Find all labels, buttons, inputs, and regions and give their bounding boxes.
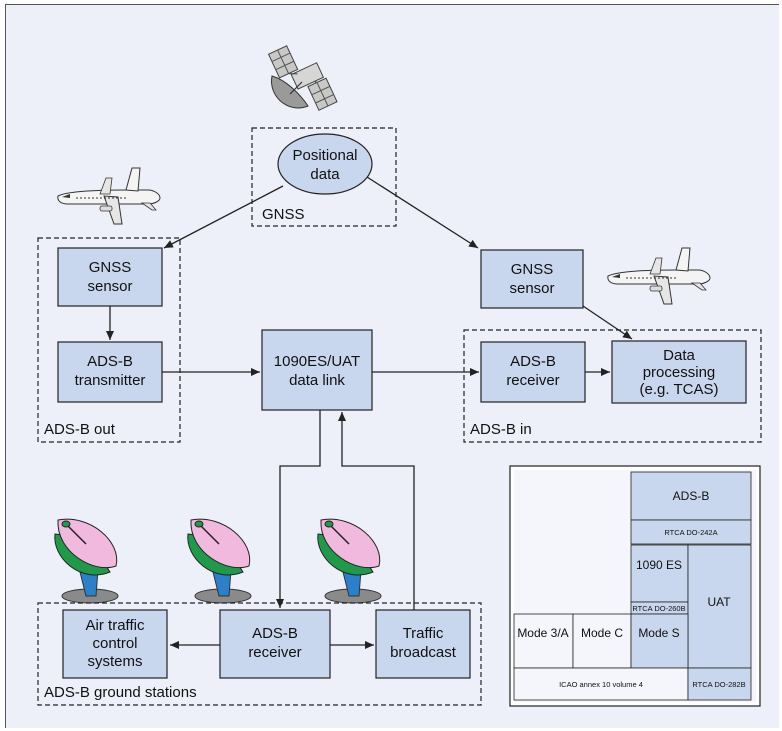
airplane-icon-in <box>607 247 711 305</box>
rtca-242a-label: RTCA DO-242A <box>664 528 717 537</box>
rtca-282b-label: RTCA DO-282B <box>692 680 745 689</box>
airplane-icon-out <box>57 167 161 225</box>
edge-positional-to-gnss-in <box>366 176 479 249</box>
rtca-282b-cell <box>687 667 752 701</box>
mode-c-label: Mode C <box>581 626 623 640</box>
antenna-dish-icon-1 <box>54 518 119 604</box>
gnss-sensor-out-line1: GNSS <box>89 259 132 276</box>
ads-b-cell <box>630 471 752 521</box>
data-processing-line1: Data <box>663 347 695 364</box>
positional-data-node <box>277 133 373 195</box>
mode-s-label: Mode S <box>638 626 679 640</box>
traffic-broadcast-line1: Traffic <box>403 625 444 642</box>
antenna-dish-icon-2 <box>187 518 252 604</box>
atc-line1: Air traffic <box>86 617 145 634</box>
gnss-group-label: GNSS <box>262 206 305 223</box>
gnss-sensor-in-line1: GNSS <box>511 261 554 278</box>
gnss-sensor-out-node <box>57 247 163 307</box>
es-1090-label: 1090 ES <box>636 558 682 572</box>
ads-b-receiver-in-line2: receiver <box>506 372 559 389</box>
data-processing-line2: processing <box>643 364 716 381</box>
positional-data-line1: Positional <box>292 147 357 164</box>
ads-b-in-group <box>463 329 762 443</box>
ads-b-transmitter-node <box>57 341 163 403</box>
uat-label: UAT <box>707 595 731 609</box>
gnss-group <box>251 127 397 227</box>
ads-b-out-group <box>37 237 181 443</box>
ground-stations-label: ADS-B ground stations <box>44 684 197 701</box>
traffic-broadcast-node <box>375 609 471 679</box>
data-link-line2: data link <box>289 372 345 389</box>
gnss-sensor-out-line2: sensor <box>87 278 132 295</box>
edge-gnss-in-to-processing <box>582 305 633 340</box>
ads-b-in-label: ADS-B in <box>470 421 532 438</box>
edge-broadcast-to-datalink <box>338 412 415 610</box>
data-processing-node <box>611 340 747 404</box>
ads-b-receiver-in-line1: ADS-B <box>510 353 556 370</box>
ads-b-transmitter-line1: ADS-B <box>87 353 133 370</box>
mode-c-cell <box>572 613 632 669</box>
rtca-260b-label: RTCA DO-260B <box>632 604 685 613</box>
gnss-sensor-in-line2: sensor <box>509 280 554 297</box>
ads-b-receiver-ground-line1: ADS-B <box>252 625 298 642</box>
uat-cell <box>687 544 752 669</box>
ads-b-cell-label: ADS-B <box>673 489 710 503</box>
satellite-icon <box>267 45 338 111</box>
mode-3a-cell <box>513 613 574 669</box>
icao-label: ICAO annex 10 volume 4 <box>559 680 643 689</box>
positional-data-line2: data <box>310 166 340 183</box>
data-processing-line3: (e.g. TCAS) <box>640 381 719 398</box>
mode-3a-label: Mode 3/A <box>517 626 568 640</box>
icao-cell <box>513 667 689 701</box>
data-link-line1: 1090ES/UAT <box>274 353 360 370</box>
ads-b-transmitter-line2: transmitter <box>75 372 146 389</box>
ads-b-receiver-ground-node <box>219 609 331 679</box>
edge-positional-to-gnss-out <box>163 185 284 249</box>
ads-b-receiver-ground-line2: receiver <box>248 644 301 661</box>
rtca-242a-cell <box>630 519 752 545</box>
mode-s-cell <box>630 613 689 669</box>
atc-systems-node <box>62 609 168 679</box>
gnss-sensor-in-node <box>480 249 584 309</box>
traffic-broadcast-line2: broadcast <box>390 644 457 661</box>
ads-b-out-label: ADS-B out <box>44 421 116 438</box>
edge-datalink-to-ground-receiver <box>276 410 321 608</box>
atc-line3: systems <box>87 653 142 670</box>
es-1090-cell <box>630 544 689 603</box>
atc-line2: control <box>92 635 137 652</box>
data-link-node <box>261 329 373 411</box>
ads-b-receiver-in-node <box>480 341 586 403</box>
antenna-dish-icon-3 <box>317 518 382 604</box>
